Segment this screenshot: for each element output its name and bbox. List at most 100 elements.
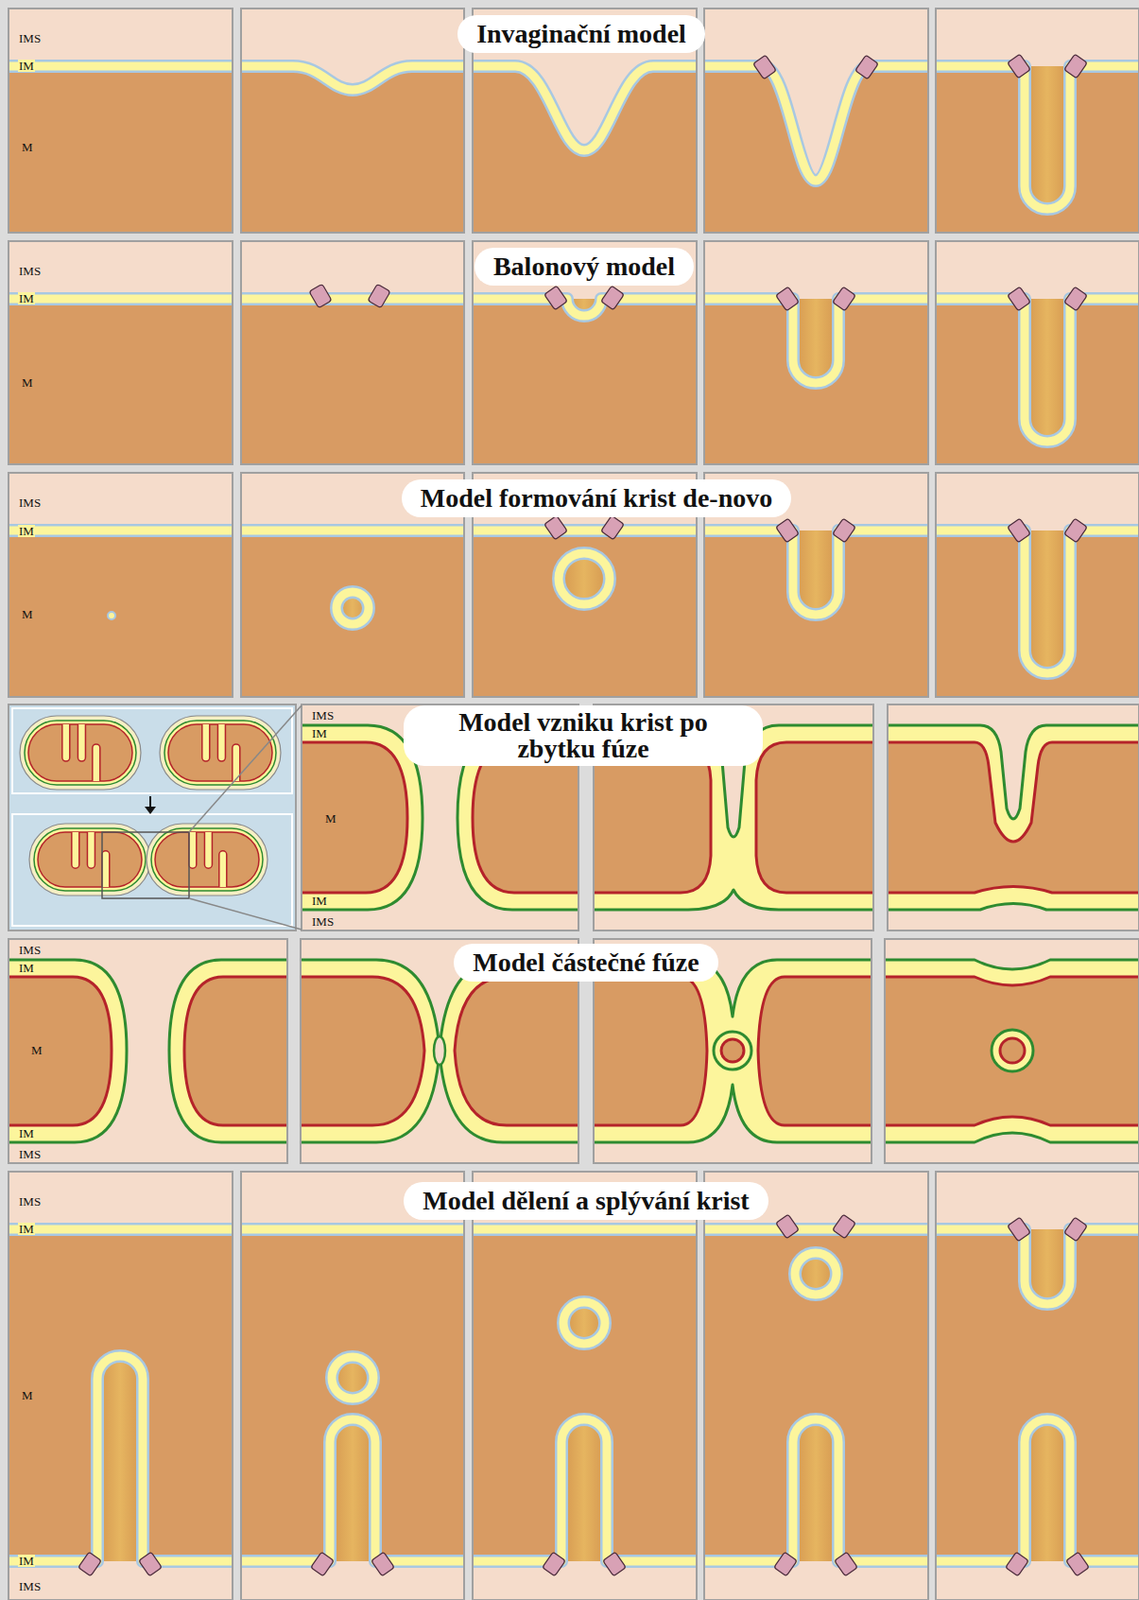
title-text: Balonový model bbox=[493, 251, 675, 281]
crista bbox=[92, 743, 101, 781]
illustration-part bbox=[1024, 298, 1070, 442]
panel-border bbox=[241, 1171, 465, 1600]
membrane bbox=[704, 530, 929, 615]
membrane bbox=[704, 66, 929, 181]
membrane bbox=[241, 292, 465, 306]
protein-complex bbox=[776, 286, 800, 311]
illustration-part bbox=[151, 828, 263, 891]
protein-complex bbox=[601, 285, 625, 311]
zoom-frame bbox=[102, 831, 190, 898]
panel bbox=[935, 1171, 1139, 1600]
model-title: Model vzniku krist po zbytku fúze bbox=[403, 705, 763, 766]
illustration-part bbox=[704, 241, 929, 299]
illustration-part bbox=[704, 8, 929, 181]
membrane bbox=[472, 1418, 697, 1561]
illustration-part bbox=[704, 8, 929, 233]
membrane bbox=[8, 62, 233, 71]
panel bbox=[704, 1171, 929, 1600]
illustration-part bbox=[561, 1418, 607, 1561]
membrane bbox=[241, 523, 465, 537]
membrane bbox=[935, 1228, 1139, 1304]
protein-complex bbox=[1005, 1551, 1030, 1576]
region-label: IMS bbox=[17, 1579, 42, 1592]
membrane-ring bbox=[1000, 1037, 1025, 1063]
vesicle bbox=[563, 1301, 605, 1344]
crista bbox=[219, 850, 227, 887]
membrane bbox=[472, 523, 697, 537]
illustration-part bbox=[159, 715, 281, 790]
illustration-part bbox=[472, 241, 697, 299]
membrane bbox=[8, 526, 233, 535]
vesicle bbox=[558, 552, 610, 605]
protein-complex bbox=[544, 515, 569, 540]
illustration-part bbox=[8, 472, 233, 531]
membrane bbox=[472, 1418, 697, 1561]
membrane bbox=[8, 59, 233, 73]
illustration-part bbox=[34, 828, 146, 891]
membrane-ring bbox=[433, 1035, 446, 1065]
inner-membrane bbox=[758, 976, 881, 1125]
illustration-part bbox=[19, 715, 141, 790]
illustration-part bbox=[704, 241, 929, 465]
region-label: IM bbox=[310, 726, 328, 740]
illustration-part bbox=[241, 241, 465, 299]
panel bbox=[8, 8, 233, 233]
region-label: IM bbox=[17, 1553, 35, 1567]
panel bbox=[704, 8, 929, 233]
protein-complex bbox=[832, 517, 857, 543]
illustration-part bbox=[29, 823, 151, 896]
protein-complex bbox=[138, 1551, 163, 1576]
crista bbox=[204, 831, 212, 868]
membrane bbox=[935, 1418, 1139, 1561]
panel-border bbox=[887, 704, 1139, 931]
membrane bbox=[472, 66, 697, 151]
illustration-part bbox=[472, 8, 697, 233]
inner-membrane bbox=[291, 976, 425, 1125]
region-label: IM bbox=[17, 59, 35, 72]
protein-complex bbox=[601, 515, 625, 540]
crista bbox=[77, 724, 86, 761]
panel-border bbox=[884, 938, 1139, 1163]
panel-border bbox=[8, 1171, 233, 1600]
illustration-part bbox=[329, 1418, 376, 1561]
illustration-part bbox=[8, 1171, 233, 1229]
outer-membrane bbox=[439, 959, 588, 1142]
illustration-part bbox=[935, 8, 1139, 233]
illustration-part bbox=[472, 1171, 697, 1600]
illustration-part bbox=[241, 8, 465, 233]
protein-complex bbox=[1007, 53, 1032, 79]
illustration-part bbox=[241, 1171, 465, 1600]
protein-complex bbox=[371, 1551, 396, 1576]
panel-border bbox=[935, 472, 1139, 697]
inner-membrane bbox=[454, 976, 588, 1125]
region-label: M bbox=[20, 140, 35, 154]
title-text: Model formování krist de-novo bbox=[420, 483, 774, 513]
protein-complex bbox=[1007, 517, 1032, 543]
vesicle bbox=[107, 611, 116, 620]
region-label: IMS bbox=[17, 264, 42, 277]
vesicle bbox=[331, 1356, 374, 1398]
inner-membrane bbox=[756, 742, 883, 893]
inner-membrane bbox=[584, 976, 708, 1125]
protein-complex bbox=[309, 283, 332, 308]
region-label: IMS bbox=[17, 1194, 42, 1208]
panel bbox=[472, 1171, 697, 1600]
illustration-part bbox=[704, 1171, 929, 1600]
panel-border bbox=[935, 241, 1139, 465]
region-label: M bbox=[20, 376, 35, 389]
membrane bbox=[935, 66, 1139, 209]
illustration-part bbox=[241, 8, 465, 90]
membrane-ring bbox=[713, 1031, 752, 1070]
illustration-part bbox=[1024, 1418, 1070, 1561]
protein-complex bbox=[544, 285, 569, 311]
panel-border bbox=[241, 8, 465, 233]
region-label: IM bbox=[17, 1126, 35, 1139]
panel bbox=[8, 472, 233, 697]
crista bbox=[102, 850, 110, 887]
outer-membrane bbox=[0, 959, 127, 1142]
panel bbox=[935, 241, 1139, 465]
membrane bbox=[472, 526, 697, 535]
inner-membrane bbox=[875, 976, 1139, 1125]
membrane bbox=[935, 530, 1139, 674]
